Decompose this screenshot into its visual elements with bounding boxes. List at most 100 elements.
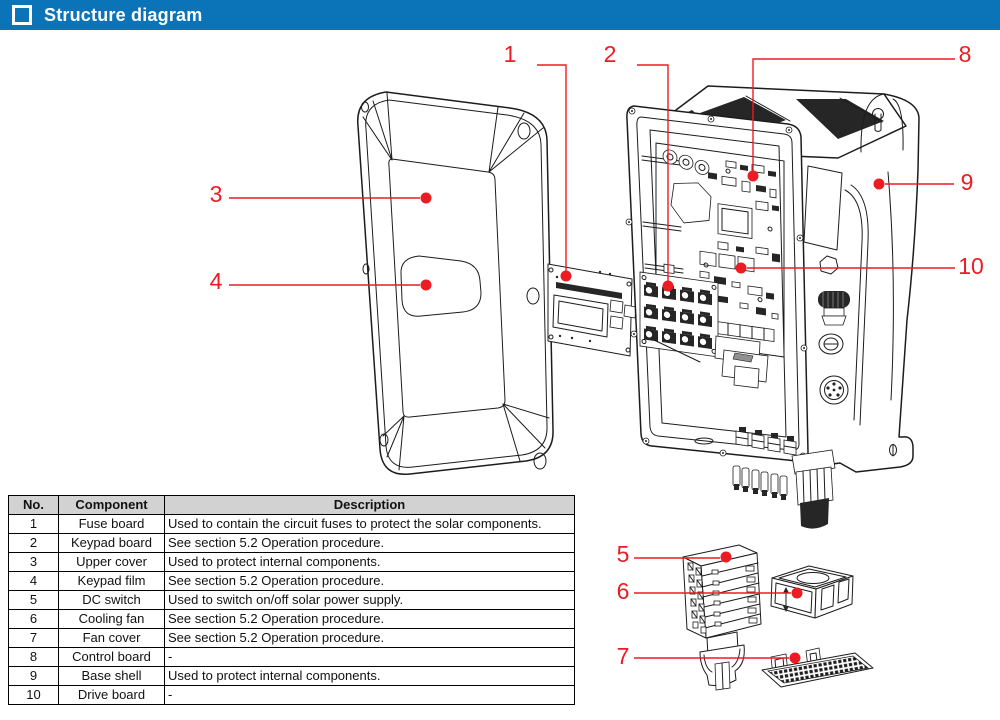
base-shell-drawing	[625, 85, 920, 529]
base-shell-side	[794, 93, 920, 473]
cell-component: Base shell	[58, 666, 165, 686]
table-row: 10 Drive board -	[8, 685, 575, 705]
fuses	[644, 281, 712, 350]
callout-6-label: 6	[617, 578, 630, 604]
switch-terminals	[687, 562, 707, 634]
cell-description: See section 5.2 Operation procedure.	[164, 533, 575, 553]
cell-description: -	[164, 685, 575, 705]
callout-2-line	[637, 64, 669, 286]
cell-component: Keypad film	[58, 571, 165, 591]
cell-component: Upper cover	[58, 552, 165, 572]
fuse-board-drawing	[639, 271, 719, 358]
cell-component: Drive board	[58, 685, 165, 705]
table-row: 5 DC switch Used to switch on/off solar …	[8, 590, 575, 610]
cell-no: 4	[8, 571, 59, 591]
callout-10: 10	[735, 253, 984, 279]
callout-7-label: 7	[617, 643, 630, 669]
callout-5: 5	[617, 541, 732, 567]
cell-no: 9	[8, 666, 59, 686]
cell-no: 8	[8, 647, 59, 667]
keypad-board-drawing	[547, 263, 637, 357]
section-title: Structure diagram	[44, 4, 203, 25]
cell-no: 10	[8, 685, 59, 705]
table-row: 1 Fuse board Used to contain the circuit…	[8, 514, 575, 534]
table-header-row: No. Component Description	[8, 495, 575, 515]
callout-8-dot	[747, 170, 759, 182]
keypad-film-outline	[400, 255, 482, 317]
mounting-bracket	[860, 93, 904, 153]
side-multipin-connector	[819, 375, 849, 405]
callout-10-label: 10	[958, 253, 984, 279]
cell-component: Keypad board	[58, 533, 165, 553]
table-row: 6 Cooling fan See section 5.2 Operation …	[8, 609, 575, 629]
cell-no: 1	[8, 514, 59, 534]
cell-description: See section 5.2 Operation procedure.	[164, 628, 575, 648]
cell-no: 7	[8, 628, 59, 648]
callout-5-dot	[720, 551, 732, 563]
side-hex-plug	[819, 255, 839, 275]
bottom-cable-gland	[791, 449, 836, 529]
table-row: 3 Upper cover Used to protect internal c…	[8, 552, 575, 572]
cell-no: 2	[8, 533, 59, 553]
side-cable-gland	[818, 291, 850, 326]
mc4-connectors	[732, 465, 788, 500]
callout-7: 7	[617, 643, 801, 669]
callout-1-label: 1	[504, 41, 517, 67]
table-row: 2 Keypad board See section 5.2 Operation…	[8, 533, 575, 553]
section-header: Structure diagram	[0, 0, 1000, 30]
callout-2-dot	[662, 280, 674, 292]
callout-9-dot	[873, 178, 885, 190]
switch-knob	[699, 644, 745, 691]
cell-component: Cooling fan	[58, 609, 165, 629]
table-row: 9 Base shell Used to protect internal co…	[8, 666, 575, 686]
header-description: Description	[164, 495, 575, 515]
callout-3-label: 3	[210, 181, 223, 207]
header-component: Component	[58, 495, 165, 515]
control-board-drawing	[655, 142, 785, 358]
callout-6: 6	[617, 578, 803, 604]
callout-5-label: 5	[617, 541, 630, 567]
fan-cover-drawing	[761, 647, 874, 688]
upper-cover-drawing	[357, 91, 554, 476]
cell-component: Control board	[58, 647, 165, 667]
callout-8-label: 8	[959, 41, 972, 67]
cell-description: Used to contain the circuit fuses to pro…	[164, 514, 575, 534]
fan-airflow-arrow	[783, 587, 789, 612]
dc-switch-drawing	[682, 544, 762, 691]
callouts: 1 2 3 4 5	[210, 41, 984, 669]
callout-6-dot	[791, 587, 803, 599]
lcd-screen	[552, 294, 609, 338]
cell-description: Used to switch on/off solar power supply…	[164, 590, 575, 610]
cell-description: See section 5.2 Operation procedure.	[164, 571, 575, 591]
callout-4: 4	[210, 268, 432, 294]
callout-3: 3	[210, 181, 432, 207]
table-row: 4 Keypad film See section 5.2 Operation …	[8, 571, 575, 591]
callout-9: 9	[873, 169, 974, 195]
table-row: 8 Control board -	[8, 647, 575, 667]
cell-description: Used to protect internal components.	[164, 552, 575, 572]
section-square-icon	[12, 5, 32, 25]
cooling-fan-drawing	[770, 565, 854, 619]
callout-4-label: 4	[210, 268, 223, 294]
cell-description: Used to protect internal components.	[164, 666, 575, 686]
frame-bolts	[625, 107, 808, 460]
cell-no: 3	[8, 552, 59, 572]
callout-9-label: 9	[961, 169, 974, 195]
callout-1-line	[537, 64, 567, 276]
cell-description: See section 5.2 Operation procedure.	[164, 609, 575, 629]
cell-no: 6	[8, 609, 59, 629]
callout-1: 1	[504, 41, 572, 282]
cell-component: Fuse board	[58, 514, 165, 534]
component-table: No. Component Description 1 Fuse board U…	[8, 495, 575, 705]
side-round-connector	[818, 333, 844, 355]
side-label	[803, 165, 843, 251]
callout-4-dot	[420, 279, 432, 291]
cell-description: -	[164, 647, 575, 667]
header-no: No.	[8, 495, 59, 515]
callout-7-dot	[789, 652, 801, 664]
callout-8: 8	[747, 41, 972, 182]
callout-2: 2	[604, 41, 674, 292]
switch-row-tabs	[711, 565, 758, 627]
